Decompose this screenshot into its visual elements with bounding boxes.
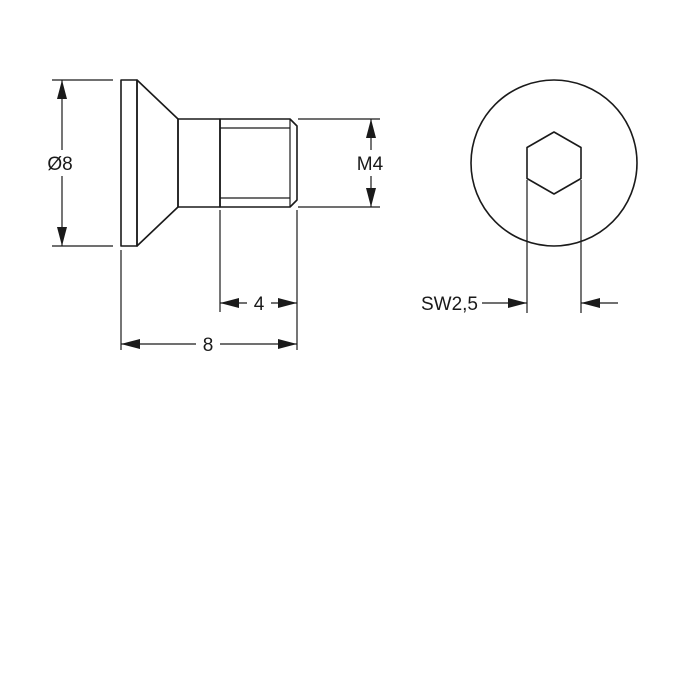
arrowhead-right: [278, 339, 297, 349]
screw-thread: [219, 118, 298, 208]
arrowhead-top: [57, 80, 67, 99]
dimension-head-diameter: Ø8: [44, 79, 113, 247]
arrowhead-bottom: [366, 188, 376, 207]
arrowhead-left: [220, 298, 239, 308]
arrowhead-bottom: [57, 227, 67, 246]
arrowhead-top: [366, 119, 376, 138]
arrowhead-right: [278, 298, 297, 308]
thread-label: M4: [357, 154, 384, 175]
screw-head-cone: [136, 79, 179, 247]
hex-socket: [526, 131, 582, 195]
dimension-thread: M4: [298, 118, 390, 208]
total-length-label: 8: [203, 335, 214, 356]
screw-top-view: [470, 79, 638, 247]
arrowhead-right: [581, 298, 600, 308]
screw-head-circle: [470, 79, 638, 247]
arrowhead-left: [508, 298, 527, 308]
wrench-size-label: SW2,5: [421, 294, 478, 315]
screw-shank: [177, 118, 221, 208]
head-diameter-label: Ø8: [47, 154, 72, 175]
arrowhead-left: [121, 339, 140, 349]
dimension-wrench-size: SW2,5: [421, 180, 618, 315]
dimension-total-length: 8: [120, 250, 297, 356]
screw-side-view: [120, 79, 298, 247]
screw-head-cylinder: [120, 79, 138, 247]
dimension-thread-length: 4: [219, 210, 298, 350]
thread-length-label: 4: [254, 294, 265, 315]
